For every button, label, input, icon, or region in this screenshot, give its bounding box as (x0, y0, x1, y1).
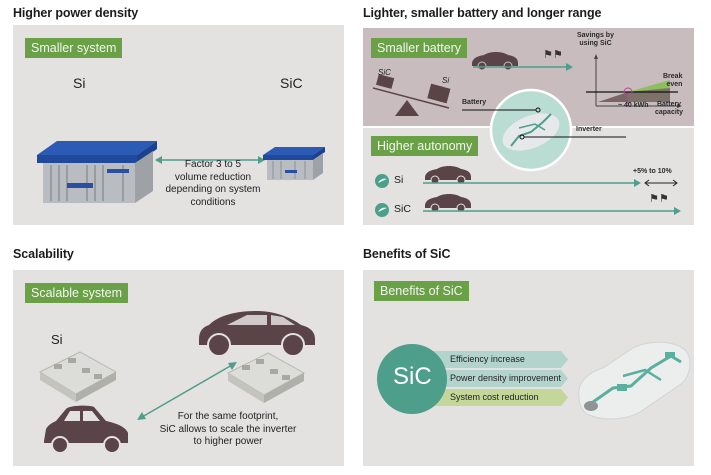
car-icon (472, 52, 518, 71)
label-sic: SiC (280, 75, 303, 91)
savings-negative-area (598, 92, 628, 102)
graph-x-tick: ~ 40 kWh (618, 102, 649, 109)
ev-powertrain-magnifier (489, 88, 573, 172)
benefit-power-density-improvement: Power density improvement (450, 373, 562, 383)
volume-reduction-caption: Factor 3 to 5 volume reduction depending… (153, 159, 273, 209)
graph-x-label-line: Battery (656, 101, 682, 108)
panel-benefits: Benefits of SiC Efficiency increase Powe… (363, 270, 694, 466)
sic-power-module-icon (226, 352, 306, 403)
graph-y-label-line: Savings by (577, 32, 614, 39)
sic-car-icon (425, 194, 471, 213)
caption-line: conditions (190, 196, 236, 208)
graph-y-label: Savings by using SiC (577, 32, 614, 48)
panel-scalability: Scalable system Si SiC For the same fo (13, 270, 344, 466)
section-title-battery-range: Lighter, smaller battery and longer rang… (363, 6, 602, 20)
battery-callout: Battery (462, 99, 487, 106)
sic-circle-badge (377, 344, 447, 414)
sic-circle-label: SiC (393, 363, 432, 390)
si-car-icon (425, 166, 471, 185)
break-even-line: even (666, 81, 683, 88)
scale-up-arrow-icon (137, 362, 237, 420)
section-title-scalability: Scalability (13, 247, 74, 261)
range-gain-label: +5% to 10% (633, 168, 672, 175)
break-even-line: Break (663, 73, 683, 80)
tag-scalable-system: Scalable system (25, 283, 129, 303)
break-even-graph (586, 54, 682, 108)
caption-line: For the same footprint, (177, 411, 279, 422)
graph-break-even-label: Break even (663, 73, 682, 89)
benefit-ribbon-cost (433, 389, 568, 406)
section-title-benefits: Benefits of SiC (363, 247, 451, 261)
si-row-badge-icon (375, 174, 389, 188)
ev-cutaway-car-icon (578, 341, 691, 420)
caption-line: volume reduction (174, 171, 252, 183)
large-car-icon (199, 311, 315, 357)
autonomy-row-label-sic: SiC (394, 203, 411, 215)
benefit-ribbon-efficiency (433, 351, 568, 368)
si-power-module-icon (38, 351, 118, 402)
scalability-caption: For the same footprint, SiC allows to sc… (153, 411, 303, 449)
graph-x-label: Battery capacity (655, 101, 683, 117)
distance-arrow-icon (473, 63, 573, 71)
autonomy-row-label-si: Si (394, 174, 404, 186)
sic-row-badge-icon (375, 203, 389, 217)
tag-higher-autonomy: Higher autonomy (371, 136, 479, 156)
inverter-callout-line (519, 134, 626, 140)
compact-car-icon (44, 405, 128, 454)
si-range-arrow-icon (423, 179, 641, 187)
label-si-battery: Si (442, 76, 450, 85)
si-inverter-module-icon (37, 141, 157, 203)
panel-power-density: Smaller system Si SiC Factor 3 to 5 (13, 25, 344, 225)
caption-line: Factor 3 to 5 (184, 159, 242, 170)
tag-smaller-battery: Smaller battery (371, 38, 468, 58)
sic-range-arrow-icon (423, 207, 681, 215)
caption-line: depending on system (165, 184, 261, 195)
tag-benefits: Benefits of SiC (374, 281, 469, 301)
graph-x-label-line: capacity (655, 109, 684, 116)
caption-line: to higher power (193, 436, 263, 447)
graph-y-label-line: using SiC (579, 40, 612, 47)
caption-line: SiC allows to scale the inverter (159, 423, 297, 435)
benefit-efficiency-increase: Efficiency increase (450, 354, 525, 364)
label-si: Si (73, 75, 86, 91)
battery-seesaw-icon (372, 74, 451, 116)
size-comparison-arrow-icon (155, 156, 265, 164)
benefit-system-cost-reduction: System cost reduction (450, 392, 539, 402)
label-si: Si (51, 332, 63, 347)
tag-smaller-system: Smaller system (25, 38, 123, 58)
checkered-flags-icon: ⚑⚑ (543, 49, 563, 61)
label-sic-battery: SiC (378, 68, 391, 77)
battery-callout-line (462, 107, 541, 113)
benefit-ribbon-power-density (433, 370, 568, 387)
range-gain-arrow-icon (644, 179, 678, 187)
sic-inverter-module-icon (263, 147, 325, 180)
section-title-power-density: Higher power density (13, 6, 139, 20)
finish-flags-icon: ⚑⚑ (649, 193, 669, 205)
inverter-callout: Inverter (576, 126, 602, 133)
